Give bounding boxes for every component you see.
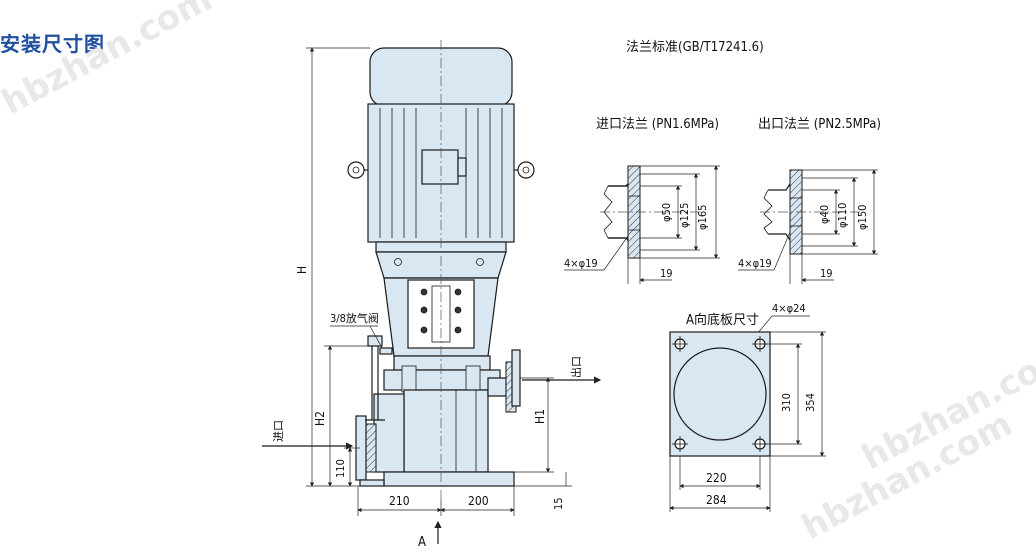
page-title: 安装尺寸图 — [0, 32, 105, 56]
dim-110: 110 — [334, 459, 347, 478]
watermark-1: hbzhan.com — [0, 0, 219, 123]
inlet-flange-title: 进口法兰 (PN1.6MPa) — [596, 117, 719, 132]
dim-210: 210 — [389, 494, 410, 508]
outlet-flange-title: 出口法兰 (PN2.5MPa) — [758, 117, 881, 132]
base-hole-span-y: 310 — [780, 393, 793, 412]
dim-H: H — [295, 266, 309, 274]
outlet-flange-detail: φ40 φ110 φ150 19 4×φ19 — [738, 169, 878, 284]
pump-cover — [383, 369, 501, 391]
dim-H2: H2 — [313, 411, 327, 426]
inlet-bolts: 4×φ19 — [564, 257, 598, 270]
pump-base — [383, 471, 515, 487]
dim-H1: H1 — [533, 409, 547, 424]
view-A-label: A — [418, 535, 426, 550]
inlet-d-outer: φ165 — [696, 205, 709, 230]
inlet-d-pcd: φ125 — [678, 203, 691, 228]
base-plate-holes: 4×φ24 — [772, 302, 806, 315]
outlet-bolts: 4×φ19 — [738, 257, 772, 270]
pump-drawing — [347, 40, 535, 500]
vent-valve-label: 3/8放气阀 — [330, 311, 379, 325]
base-plate-title: A向底板尺寸 — [686, 312, 759, 328]
pump-casing — [403, 389, 489, 473]
flange-standard: 法兰标准(GB/T17241.6) — [626, 40, 764, 55]
inlet-d-inner: φ50 — [660, 203, 673, 222]
outlet-d-pcd: φ110 — [836, 203, 849, 228]
outlet-label: 出口 — [569, 356, 583, 378]
base-overall-y: 354 — [804, 393, 817, 412]
dim-15: 15 — [552, 497, 565, 510]
lifting-eye-right — [517, 161, 535, 179]
base-hole-span-x: 220 — [706, 471, 727, 485]
base-plate-detail: A向底板尺寸 4×φ24 310 354 220 284 — [669, 302, 826, 512]
inlet-label: 进口 — [272, 420, 285, 442]
base-plate-bore — [673, 347, 767, 441]
inlet-flange-detail: φ50 φ125 φ165 19 4×φ19 — [564, 165, 720, 284]
outlet-thickness: 19 — [820, 267, 833, 280]
dim-200: 200 — [468, 494, 489, 508]
pump-dimensions: H H2 110 H1 15 210 200 A 3/8放气阀 进口 — [262, 47, 602, 550]
lifting-eye-left — [347, 161, 365, 179]
outlet-d-outer: φ150 — [856, 205, 869, 230]
outlet-d-inner: φ40 — [818, 205, 831, 224]
base-overall-x: 284 — [706, 493, 727, 507]
inlet-thickness: 19 — [660, 267, 673, 280]
terminal-box — [421, 149, 459, 185]
